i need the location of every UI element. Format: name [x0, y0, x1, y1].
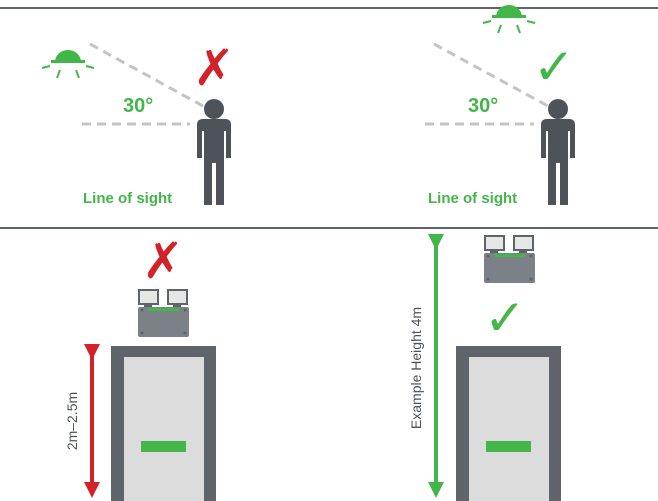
angle-label: 30°: [123, 95, 153, 117]
exit-door-icon: [456, 346, 561, 501]
line-of-sight-caption: Line of sight: [83, 190, 172, 207]
angle-label: 30°: [468, 95, 498, 117]
panel-bottom-left: ✗ 2m–2.5m: [64, 232, 216, 501]
check-icon: ✓: [533, 38, 575, 96]
twin-spot-emergency-light-icon: [138, 289, 189, 337]
check-icon: ✓: [484, 289, 526, 347]
person-icon: [541, 99, 575, 205]
cross-icon: ✗: [142, 232, 184, 290]
person-icon: [197, 99, 231, 205]
sight-line-angled: [433, 42, 549, 108]
exit-door-icon: [111, 346, 216, 501]
sight-line-angled: [89, 42, 204, 108]
panel-bottom-right: ✓ Example Height 4m: [408, 234, 561, 501]
height-label: Example Height 4m: [408, 307, 424, 429]
panel-top-right: 30° ✓ Line of sight: [425, 5, 575, 207]
panel-top-left: 30° ✗ Line of sight: [41, 39, 235, 207]
sign-lamp-icon: [482, 5, 536, 34]
height-label: 2m–2.5m: [64, 392, 80, 450]
cross-icon: ✗: [193, 39, 235, 97]
line-of-sight-caption: Line of sight: [428, 190, 517, 207]
twin-spot-emergency-light-icon: [484, 235, 535, 283]
sign-lamp-icon: [41, 50, 95, 79]
